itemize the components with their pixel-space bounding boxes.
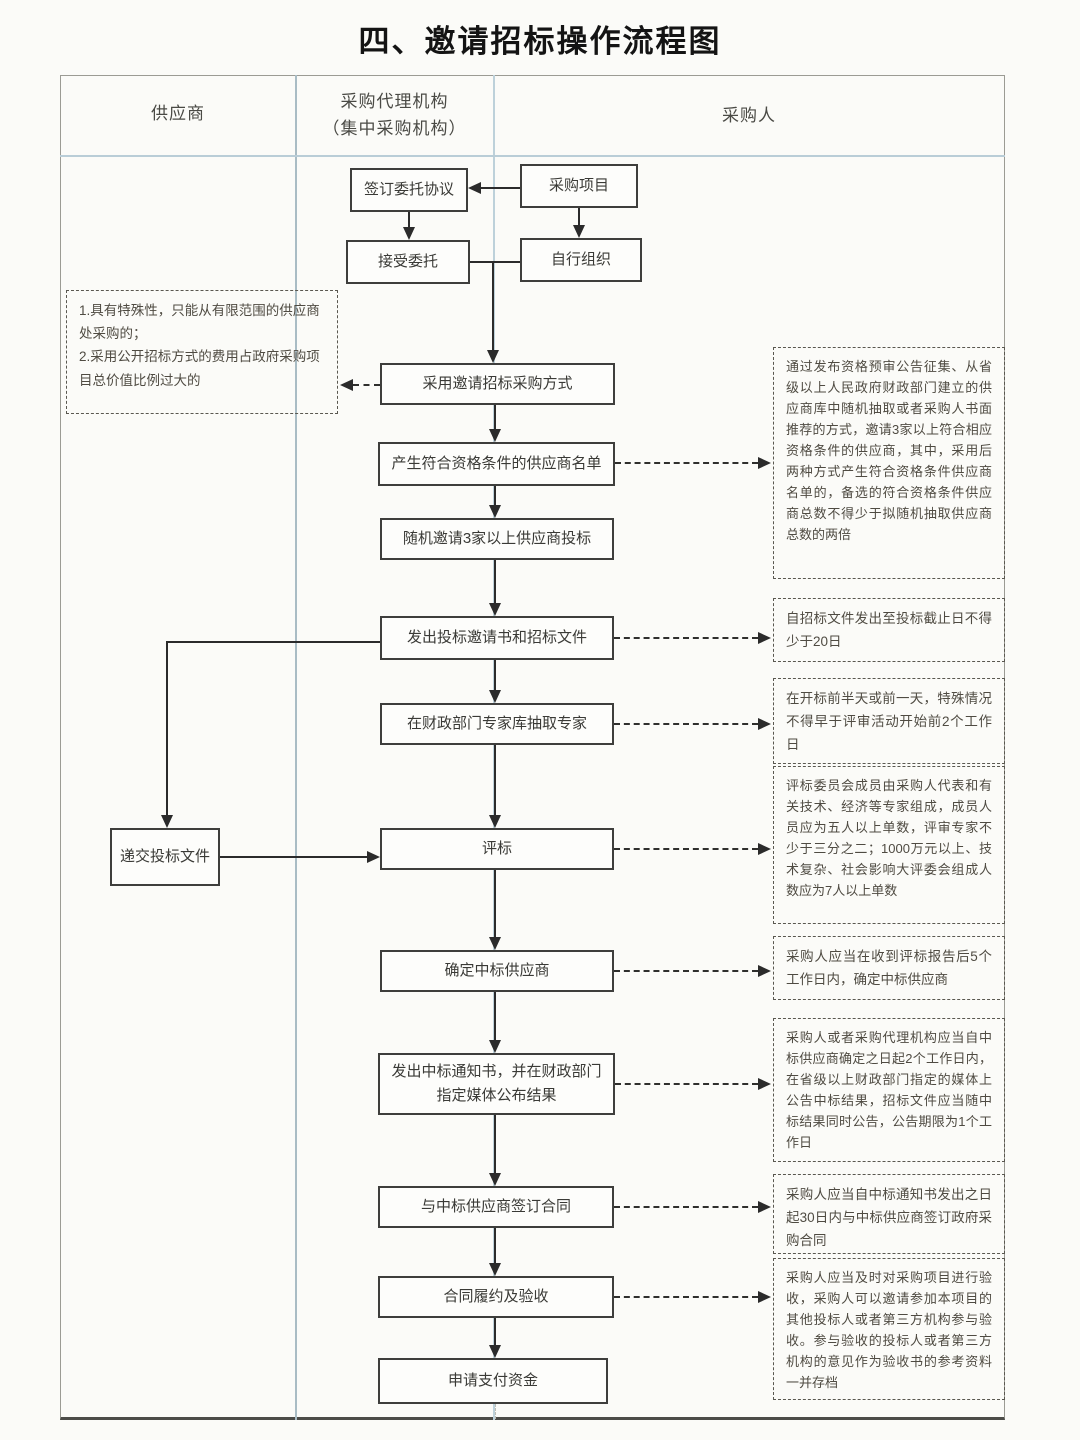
arrow-experts-to-eval-line: [494, 745, 496, 815]
arrow-adopt-to-list-head: [489, 429, 501, 442]
arrow-adopt-to-list-line: [494, 405, 496, 429]
note-evaluation-committee: 评标委员会成员由采购人代表和有关技术、经济等专家组成，成员人员应为五人以上单数，…: [773, 766, 1005, 924]
arrow-submit-to-eval-line: [220, 856, 367, 858]
arrow-contract-to-perf-line: [494, 1228, 496, 1263]
arrow-submit-to-eval-head: [367, 851, 380, 863]
route-issue-to-submit-h: [166, 641, 380, 643]
arrow-winner-to-notice-line: [494, 992, 496, 1040]
node-generate-list: 产生符合资格条件的供应商名单: [378, 442, 615, 486]
dashed-list-to-note-head: [758, 457, 771, 469]
node-performance-acceptance: 合同履约及验收: [378, 1276, 614, 1318]
node-extract-experts: 在财政部门专家库抽取专家: [380, 703, 614, 745]
arrow-perf-to-payment-line: [494, 1318, 496, 1345]
node-accept-entrustment: 接受委托: [346, 240, 470, 284]
arrow-notice-to-contract-head: [489, 1173, 501, 1186]
dashed-notice-to-note-line: [615, 1083, 758, 1085]
arrow-perf-to-payment-head: [489, 1345, 501, 1358]
arrow-issue-to-experts-line: [494, 660, 496, 690]
lane-header-purchaser: 采购人: [722, 106, 776, 125]
arrow-notice-to-contract-line: [494, 1115, 496, 1173]
node-submit-bid: 递交投标文件: [110, 828, 220, 886]
arrow-sign-to-accept-head: [403, 227, 415, 240]
arrow-experts-to-eval-head: [489, 815, 501, 828]
lane-divider-1: [295, 75, 297, 1420]
note-acceptance-rule: 采购人应当及时对采购项目进行验收，采购人可以邀请参加本项目的其他投标人或者第三方…: [773, 1258, 1005, 1400]
dashed-issue-to-note-head: [758, 632, 771, 644]
dashed-adopt-to-leftnote-line: [353, 384, 380, 386]
connector-accept-selforg: [470, 261, 520, 263]
dashed-perf-to-note-line: [614, 1296, 758, 1298]
page-title: 四、邀请招标操作流程图: [358, 24, 722, 59]
node-random-invite: 随机邀请3家以上供应商投标: [380, 518, 614, 560]
note-expert-extraction-time: 在开标前半天或前一天，特殊情况不得早于评审活动开始前2个工作日: [773, 678, 1005, 764]
dashed-perf-to-note-head: [758, 1291, 771, 1303]
lane-header-agency-line2: （集中采购机构）: [322, 119, 467, 139]
lane-header-supplier: 供应商: [151, 104, 205, 123]
stub-under-payment: [495, 1404, 496, 1419]
note-announce-result: 采购人或者采购代理机构应当自中标供应商确定之日起2个工作日内，在省级以上财政部门…: [773, 1018, 1005, 1162]
dashed-winner-to-note-line: [614, 970, 758, 972]
node-issue-award-notice: 发出中标通知书，并在财政部门指定媒体公布结果: [378, 1053, 615, 1115]
note-contract-30-days: 采购人应当自中标通知书发出之日起30日内与中标供应商签订政府采购合同: [773, 1174, 1005, 1254]
dashed-winner-to-note-head: [758, 965, 771, 977]
lane-header-agency-line1: 采购代理机构: [340, 92, 449, 111]
node-self-organize: 自行组织: [520, 238, 642, 282]
node-determine-winner: 确定中标供应商: [380, 950, 614, 992]
dashed-list-to-note-line: [615, 462, 758, 464]
note-left-condition-1: 1.具有特殊性，只能从有限范围的供应商处采购的；: [79, 303, 320, 342]
dashed-experts-to-note-line: [614, 723, 758, 725]
note-deadline-20-days: 自招标文件发出至投标截止日不得少于20日: [773, 598, 1005, 662]
note-determine-5-days: 采购人应当在收到评标报告后5个工作日内，确定中标供应商: [773, 936, 1005, 1000]
node-bid-evaluation: 评标: [380, 828, 614, 870]
arrow-to-adopt-method-line: [492, 261, 494, 350]
dashed-issue-to-note-line: [614, 637, 758, 639]
arrow-list-to-invite-head: [489, 505, 501, 518]
note-left-condition-2: 2.采用公开招标方式的费用占政府采购项目总价值比例过大的: [79, 349, 320, 388]
arrow-project-to-sign-line: [481, 187, 520, 189]
node-apply-payment: 申请支付资金: [378, 1358, 608, 1404]
arrow-sign-to-accept-line: [408, 212, 410, 228]
lane-divider-2: [493, 75, 495, 1420]
arrow-project-to-selforg-head: [573, 225, 585, 238]
arrow-invite-to-issue-line: [494, 560, 496, 603]
route-issue-to-submit-v: [166, 641, 168, 815]
dashed-experts-to-note-head: [758, 718, 771, 730]
node-sign-agreement: 签订委托协议: [350, 168, 468, 212]
arrow-project-to-sign-head: [468, 182, 481, 194]
note-qualification-source: 通过发布资格预审公告征集、从省级以上人民政府财政部门建立的供应商库中随机抽取或者…: [773, 347, 1005, 579]
lane-header-agency: 采购代理机构 （集中采购机构）: [297, 88, 492, 142]
arrow-project-to-selforg-line: [578, 208, 580, 225]
node-adopt-method: 采用邀请招标采购方式: [380, 363, 615, 405]
note-left-conditions: 1.具有特殊性，只能从有限范围的供应商处采购的； 2.采用公开招标方式的费用占政…: [66, 290, 338, 414]
node-sign-contract: 与中标供应商签订合同: [378, 1186, 614, 1228]
dashed-eval-to-note-head: [758, 843, 771, 855]
arrow-to-adopt-method-head: [487, 350, 499, 363]
dashed-adopt-to-leftnote-head: [340, 379, 353, 391]
node-issue-invitation: 发出投标邀请书和招标文件: [380, 616, 614, 660]
arrow-issue-to-experts-head: [489, 690, 501, 703]
header-separator: [60, 155, 1005, 157]
dashed-eval-to-note-line: [614, 848, 758, 850]
arrow-eval-to-winner-line: [494, 870, 496, 937]
arrow-eval-to-winner-head: [489, 937, 501, 950]
arrow-winner-to-notice-head: [489, 1040, 501, 1053]
route-issue-to-submit-head: [161, 815, 173, 828]
arrow-invite-to-issue-head: [489, 603, 501, 616]
node-procurement-project: 采购项目: [520, 164, 638, 208]
arrow-list-to-invite-line: [494, 486, 496, 505]
arrow-contract-to-perf-head: [489, 1263, 501, 1276]
dashed-notice-to-note-head: [758, 1078, 771, 1090]
dashed-contract-to-note-head: [758, 1201, 771, 1213]
dashed-contract-to-note-line: [614, 1206, 758, 1208]
